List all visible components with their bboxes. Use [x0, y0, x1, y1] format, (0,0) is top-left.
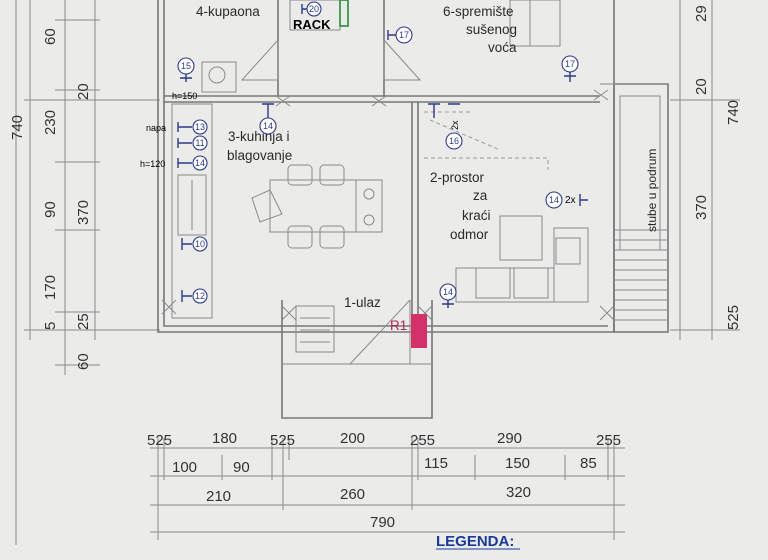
outlet-10: 10	[181, 236, 208, 252]
outlet-20: 20	[301, 1, 322, 17]
room-prostor-4: odmor	[450, 227, 489, 242]
room-spremiste-3: voća	[488, 40, 517, 55]
dim-b-180: 180	[212, 430, 237, 447]
room-prostor-1: 2-prostor	[430, 170, 485, 185]
two-x-label-b: 2x	[450, 120, 460, 130]
svg-text:10: 10	[195, 239, 205, 249]
right-dimensions: 29 20 740 370 525	[670, 0, 742, 340]
h120-label: h=120	[140, 159, 165, 169]
room-spremiste-1: 6-spremište	[443, 4, 514, 19]
dim-left-60: 60	[42, 28, 59, 45]
dim-right-740: 740	[725, 100, 742, 125]
room-prostor-3: kraći	[462, 208, 491, 223]
dim-right-20: 20	[693, 78, 710, 95]
room-stube: stube u podrum	[645, 149, 659, 232]
room-kuhinja-1: 3-kuhinja i	[228, 129, 290, 144]
outlet-16: 16	[428, 103, 463, 150]
svg-text:15: 15	[181, 61, 191, 71]
entrance-fixtures	[161, 89, 615, 365]
room-ulaz: 1-ulaz	[344, 295, 381, 310]
bottom-dimensions: 525 180 525 200 255 290 255 100 90 115 1…	[147, 430, 625, 540]
outlet-14a: 14	[259, 103, 277, 135]
room-prostor-2: za	[473, 188, 488, 203]
r1-marker	[411, 314, 427, 348]
rack-label: RACK	[293, 17, 331, 32]
dim-left-60b: 60	[75, 353, 92, 370]
legend-heading: LEGENDA:	[436, 533, 514, 550]
dim-b-200: 200	[340, 430, 365, 447]
svg-text:17: 17	[399, 30, 409, 40]
outlet-17a: 17	[387, 26, 413, 44]
outlet-11: 11	[177, 135, 208, 151]
dim-right-370: 370	[693, 195, 710, 220]
r1-label: R1	[390, 318, 407, 333]
bathroom-fixtures	[201, 0, 561, 93]
outlet-13: 13	[177, 119, 208, 135]
dim-b-85: 85	[580, 455, 597, 472]
room-kupaona: 4-kupaona	[196, 4, 260, 19]
outlet-14d: 14	[439, 283, 457, 308]
svg-text:14: 14	[195, 158, 205, 168]
svg-text:14: 14	[263, 121, 273, 131]
napa-label: napa	[146, 123, 166, 133]
dim-b-525b: 525	[270, 432, 295, 449]
walls	[157, 0, 669, 419]
kitchen-fixtures	[171, 103, 383, 319]
dim-b-525a: 525	[147, 432, 172, 449]
dim-left-25: 25	[75, 313, 92, 330]
outlet-12: 12	[181, 288, 208, 304]
svg-text:11: 11	[195, 138, 204, 148]
dim-b-290: 290	[497, 430, 522, 447]
outlet-17b: 17	[561, 55, 579, 82]
svg-text:13: 13	[195, 122, 205, 132]
dim-left-170: 170	[42, 275, 59, 300]
h150-label: h=150	[172, 91, 197, 101]
dim-b-90: 90	[233, 459, 250, 476]
dim-b-210: 210	[206, 488, 231, 505]
dim-right-29: 29	[693, 5, 710, 22]
dim-b-150: 150	[505, 455, 530, 472]
svg-text:12: 12	[195, 291, 205, 301]
dim-left-20: 20	[75, 83, 92, 100]
living-furniture	[424, 111, 589, 303]
two-x-label-a: 2x	[565, 195, 576, 206]
svg-text:20: 20	[309, 4, 319, 14]
svg-text:16: 16	[449, 136, 459, 146]
svg-text:17: 17	[565, 59, 575, 69]
outlet-14b: 14	[177, 155, 208, 171]
outlet-14c: 14	[545, 191, 588, 209]
svg-text:14: 14	[549, 195, 559, 205]
dim-left-5: 5	[42, 322, 59, 330]
dim-right-525: 525	[725, 305, 742, 330]
room-spremiste-2: sušenog	[466, 22, 517, 37]
dim-b-115: 115	[424, 455, 448, 472]
dim-b-790: 790	[370, 514, 395, 531]
stair-treads	[614, 95, 668, 321]
dim-left-740: 740	[9, 115, 26, 140]
dim-b-255b: 255	[596, 432, 621, 449]
dim-b-100: 100	[172, 459, 197, 476]
outlet-15: 15	[177, 57, 195, 82]
room-kuhinja-2: blagovanje	[227, 148, 292, 163]
dim-b-320: 320	[506, 484, 531, 501]
dim-b-260: 260	[340, 486, 365, 503]
dim-left-370: 370	[75, 200, 92, 225]
svg-text:14: 14	[443, 287, 453, 297]
left-dimensions: 60 740 230 20 90 370 170 25 5 60	[9, 0, 160, 375]
dim-left-90: 90	[42, 201, 59, 218]
dim-left-230: 230	[42, 110, 59, 135]
dim-b-255a: 255	[410, 432, 435, 449]
